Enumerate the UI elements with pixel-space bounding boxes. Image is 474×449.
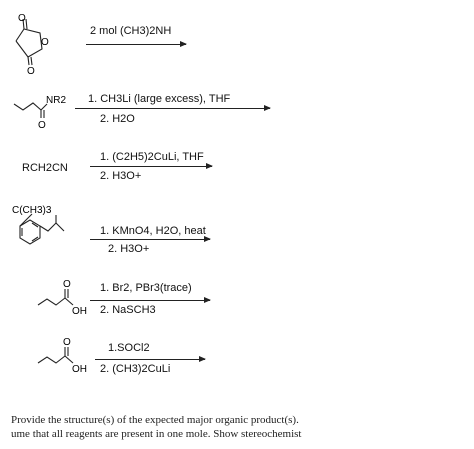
atom-label: O [18, 13, 26, 24]
reaction-arrow [86, 41, 187, 47]
atom-label: O [38, 120, 46, 131]
amide-structure: NR2 O [13, 95, 66, 131]
reagent-line: 2 mol (CH3)2NH [90, 25, 172, 37]
reagent-line: 1. (C2H5)2CuLi, THF [100, 151, 204, 163]
atom-label: OH [72, 364, 87, 375]
reagent-line: 2. (CH3)2CuLi [100, 363, 171, 375]
instructions-line-1: Provide the structure(s) of the expected… [11, 414, 299, 426]
reaction-3: RCH2CN 1. (C2H5)2CuLi, THF 2. H3O+ [0, 135, 474, 190]
reagent-line: 1. Br2, PBr3(trace) [100, 282, 192, 294]
reaction-arrow [75, 105, 271, 111]
reagent-line: 2. H3O+ [100, 170, 142, 182]
reagent-line: 1. CH3Li (large excess), THF [88, 93, 231, 105]
reagent-line: 2. H2O [100, 113, 135, 125]
atom-label: OH [72, 306, 87, 317]
reagent-line: 1.SOCl2 [108, 342, 150, 354]
anhydride-structure: O O O [15, 13, 49, 77]
atom-label: O [63, 279, 71, 290]
reagent-line: 2. NaSCH3 [100, 304, 156, 316]
reaction-arrow [90, 163, 213, 169]
atom-label: O [27, 66, 35, 77]
reaction-2: NR2 O 1. CH3Li (large excess), THF 2. H2… [0, 80, 474, 135]
arene-structure: C(CH3)3 [12, 205, 65, 245]
reaction-5: O OH 1. Br2, PBr3(trace) 2. NaSCH3 [0, 275, 474, 335]
atom-label: O [63, 337, 71, 348]
atom-label: NR2 [46, 95, 66, 106]
substrate-formula: RCH2CN [22, 162, 68, 174]
atom-label: C(CH3)3 [12, 205, 52, 216]
carboxylic-acid-structure: O OH [37, 279, 87, 317]
reaction-1: O O O 2 mol (CH3)2NH [0, 0, 474, 80]
atom-label: O [41, 37, 49, 48]
instructions-line-2: ume that all reagents are present in one… [11, 428, 302, 440]
reaction-6: O OH 1.SOCl2 2. (CH3)2CuLi [0, 335, 474, 390]
reagent-line: 1. KMnO4, H2O, heat [100, 225, 206, 237]
carboxylic-acid-structure: O OH [37, 337, 87, 375]
reaction-arrow [90, 297, 211, 303]
reaction-arrow [90, 236, 211, 242]
reagent-line: 2. H3O+ [108, 243, 150, 255]
reaction-arrow [95, 356, 206, 362]
reaction-4: C(CH3)3 1. KMnO4, H2O, heat 2. H3O+ [0, 200, 474, 270]
